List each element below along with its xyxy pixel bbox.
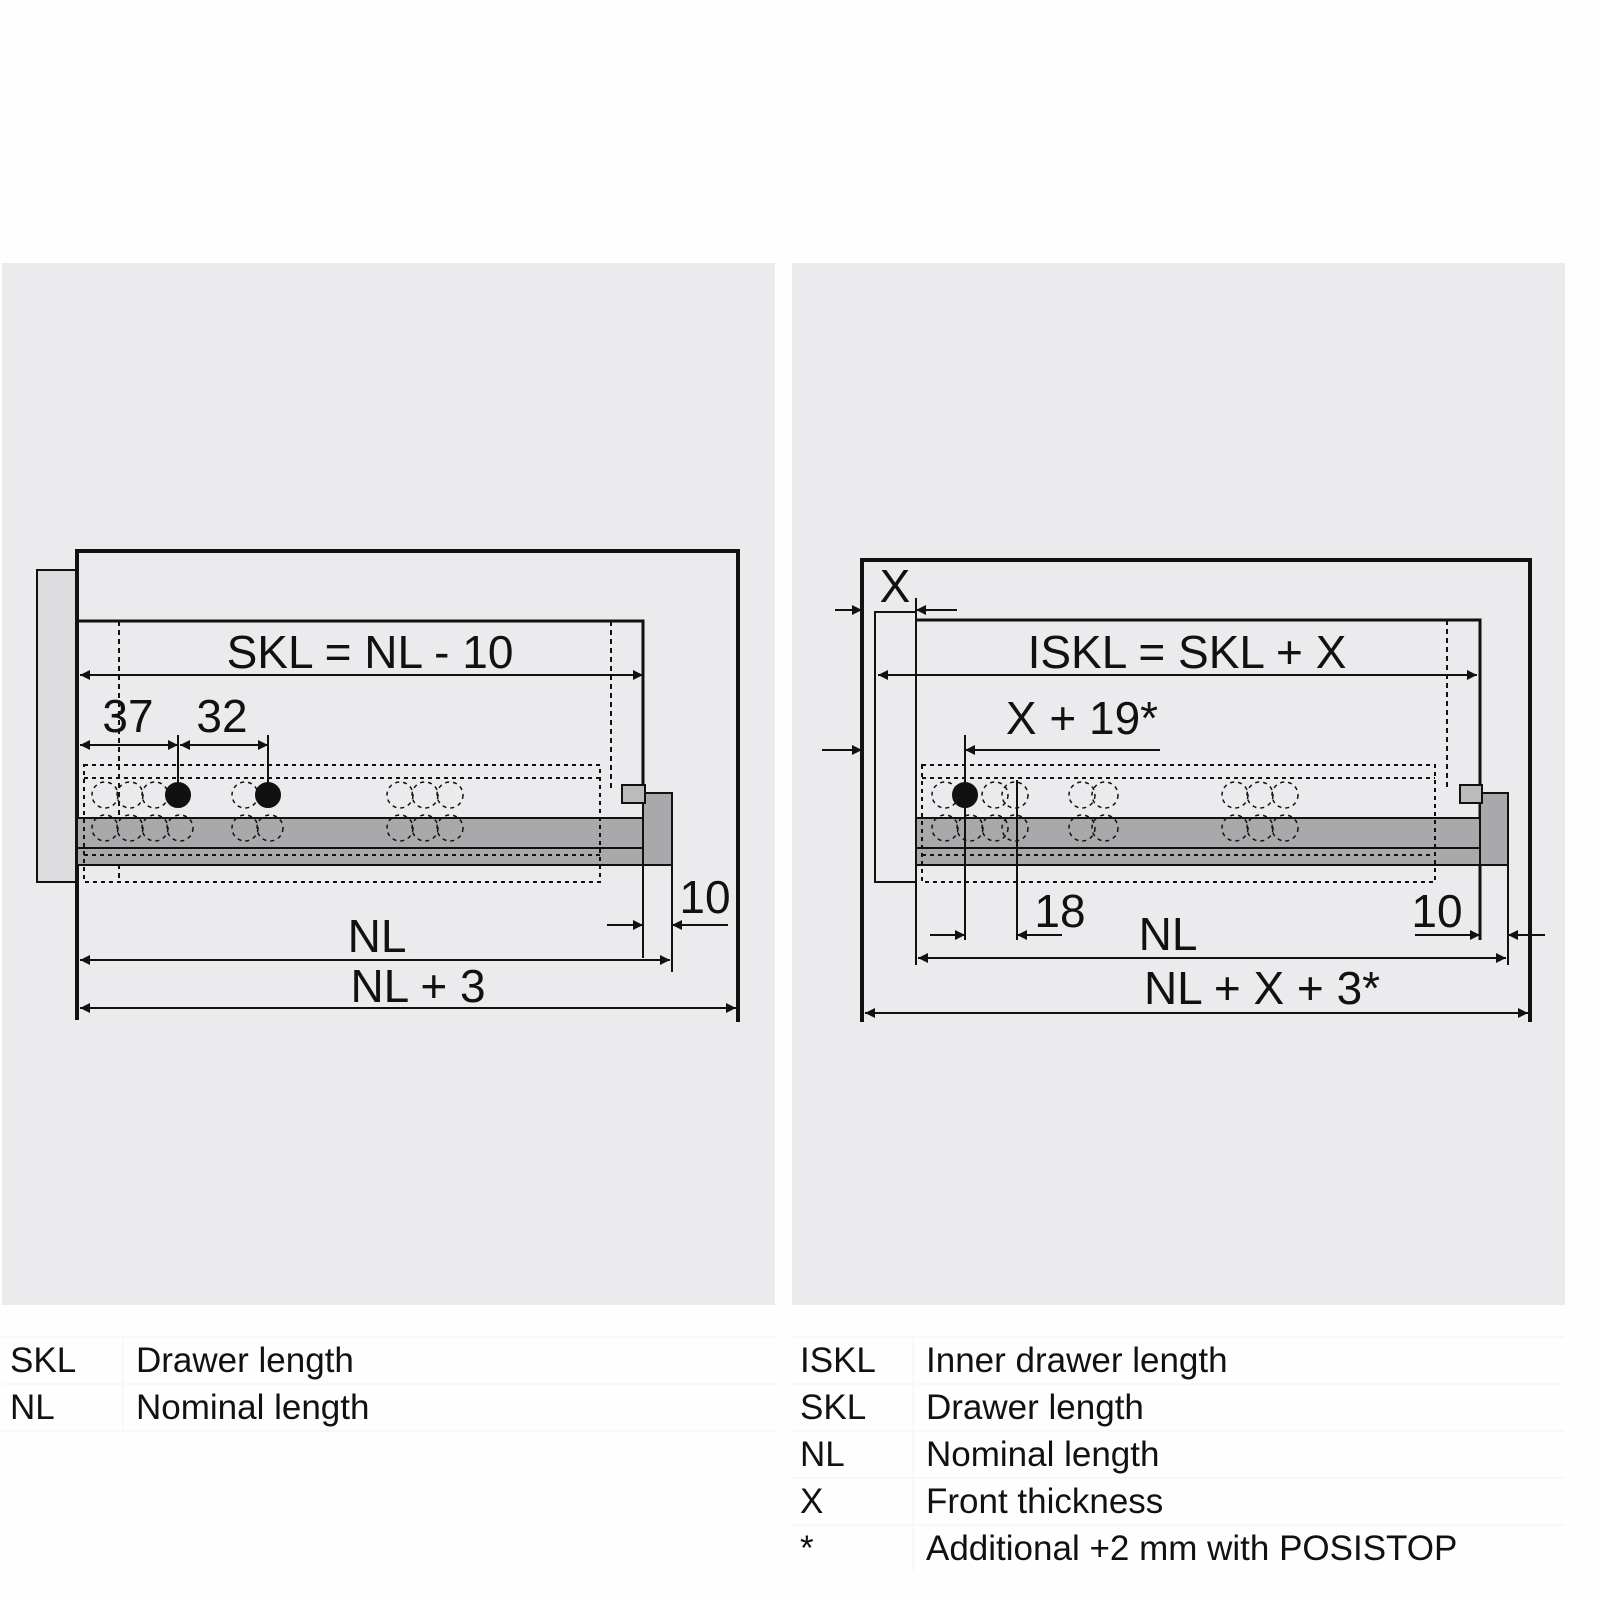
legend-divider	[2, 1430, 775, 1432]
legend-row: ISKL Inner drawer length	[792, 1336, 1565, 1383]
drawer-outline	[77, 619, 645, 790]
legend-value: Front thickness	[926, 1481, 1164, 1521]
dim-nl: NL	[1139, 908, 1198, 960]
runner-rail	[76, 817, 673, 866]
right-drawing	[822, 558, 1545, 1022]
legend-key: SKL	[2, 1338, 124, 1383]
cabinet-outline	[860, 558, 1532, 1022]
legend-value: Nominal length	[926, 1434, 1160, 1474]
legend-value: Additional +2 mm with POSISTOP	[926, 1528, 1458, 1568]
cabinet-outline	[75, 549, 740, 1022]
legend-value: Nominal length	[136, 1387, 370, 1427]
legend-key: SKL	[792, 1385, 914, 1430]
iskl-formula: ISKL = SKL + X	[1028, 626, 1347, 678]
legend-row: NL Nominal length	[792, 1430, 1565, 1477]
hole-pattern	[931, 781, 1299, 842]
legend-row: X Front thickness	[792, 1477, 1565, 1524]
dim-nl-plus-x-plus-3: NL + X + 3*	[1144, 962, 1380, 1014]
dim-32: 32	[196, 690, 247, 742]
legend-value: Inner drawer length	[926, 1340, 1228, 1380]
dim-37: 37	[102, 690, 153, 742]
dim-10: 10	[679, 871, 730, 923]
rail-end	[642, 792, 673, 866]
hook	[621, 784, 646, 804]
legend-row: * Additional +2 mm with POSISTOP	[792, 1524, 1565, 1571]
legend-key: X	[792, 1479, 914, 1524]
dim-x-plus-19: X + 19*	[1006, 692, 1158, 744]
legend-key: NL	[792, 1432, 914, 1477]
hook	[1459, 784, 1483, 804]
legend-row: SKL Drawer length	[792, 1383, 1565, 1430]
legend-key: ISKL	[792, 1338, 914, 1383]
dim-nl-plus-3: NL + 3	[350, 960, 485, 1012]
legend-row: SKL Drawer length	[2, 1336, 775, 1383]
left-legend: SKL Drawer length NL Nominal length	[2, 1336, 775, 1432]
front-panel	[874, 611, 917, 883]
front-panel	[36, 569, 78, 883]
left-drawing	[36, 549, 740, 1022]
dim-x: X	[880, 560, 911, 612]
rail-end	[1479, 792, 1509, 866]
skl-formula: SKL = NL - 10	[227, 626, 514, 678]
dim-nl: NL	[348, 910, 407, 962]
dashed-drawer-side	[921, 764, 1436, 883]
legend-value: Drawer length	[136, 1340, 354, 1380]
dim-10: 10	[1411, 885, 1462, 937]
dashed-drawer-side	[83, 764, 601, 883]
legend-key: *	[792, 1526, 914, 1571]
right-legend: ISKL Inner drawer length SKL Drawer length…	[792, 1336, 1565, 1571]
legend-value: Drawer length	[926, 1387, 1144, 1427]
right-panel: ISKL Inner drawer length SKL Drawer length…	[792, 263, 1565, 1571]
left-panel: SKL Drawer length NL Nominal length	[2, 263, 775, 1432]
legend-key: NL	[2, 1385, 124, 1430]
legend-row: NL Nominal length	[2, 1383, 775, 1430]
runner-rail	[915, 817, 1509, 866]
dim-18: 18	[1034, 885, 1085, 937]
